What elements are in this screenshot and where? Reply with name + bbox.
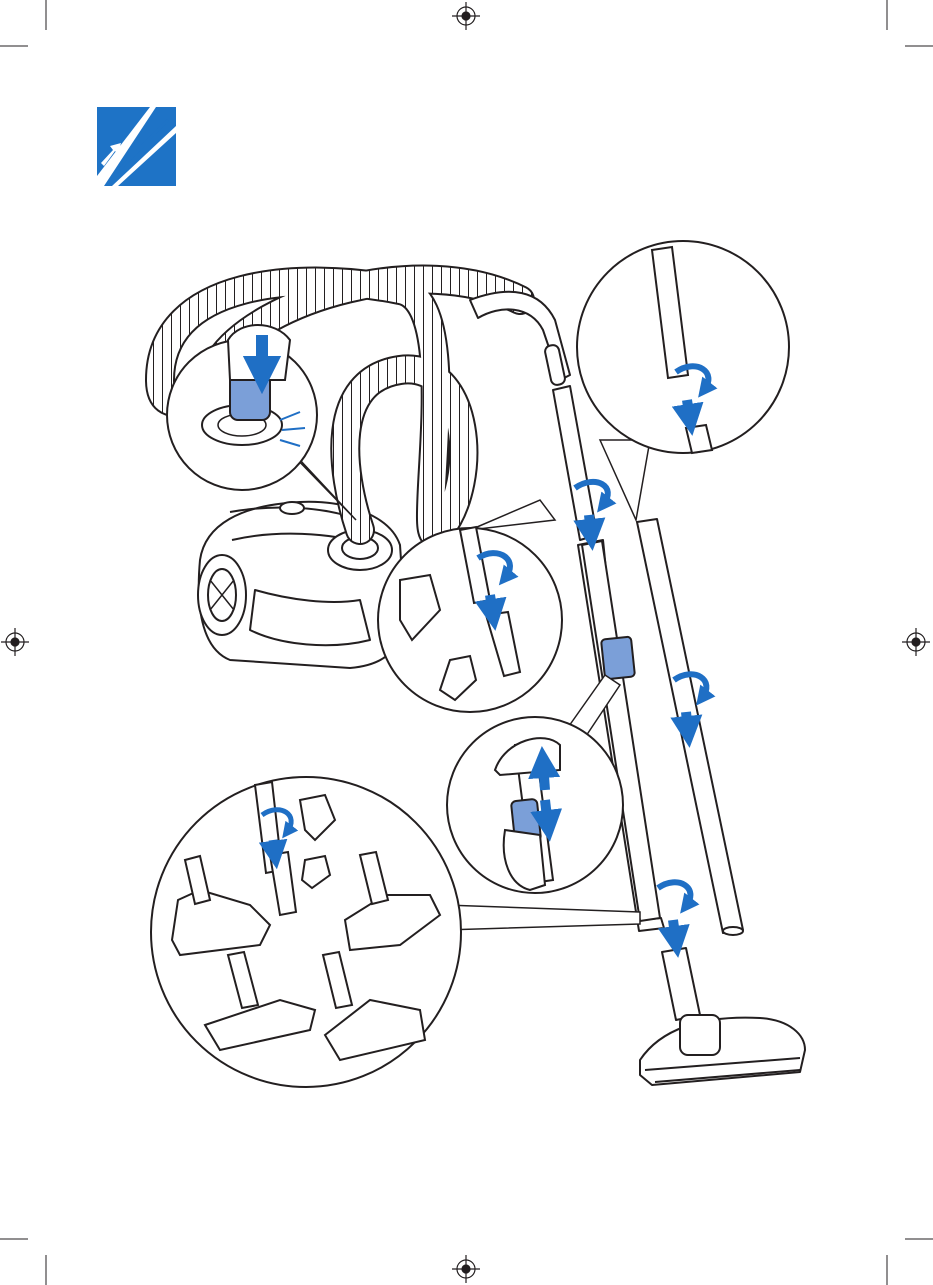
registration-mark-bottom — [452, 1255, 480, 1283]
floor-nozzle — [640, 948, 805, 1085]
callout-hose-insertion — [167, 325, 356, 520]
hose-connect-icon — [97, 107, 176, 186]
registration-mark-top — [452, 2, 480, 30]
registration-mark-left — [1, 628, 29, 656]
registration-mark-right — [902, 628, 930, 656]
callout-wand-sections — [577, 241, 789, 520]
callout-small-nozzles — [378, 500, 562, 712]
